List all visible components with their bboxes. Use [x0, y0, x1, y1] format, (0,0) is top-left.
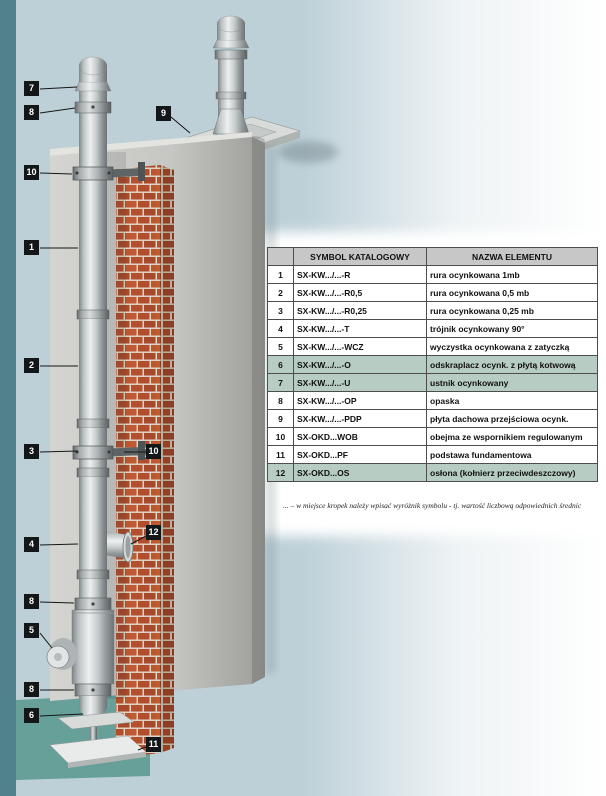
table-row: 7 SX-KW.../...-U ustnik ocynkowany: [267, 373, 598, 392]
cell-symbol: SX-KW.../...-R: [293, 265, 427, 284]
cell-name: odskraplacz ocynk. z płytą kotwową: [426, 355, 598, 374]
footnote: ... – w miejsce kropek należy wpisać wyr…: [283, 501, 582, 510]
table-row: 11 SX-OKD...PF podstawa fundamentowa: [267, 445, 598, 464]
leader-lines: [39, 86, 191, 751]
cell-symbol: SX-KW.../...-PDP: [293, 409, 427, 428]
cell-symbol: SX-OKD...PF: [293, 445, 427, 464]
cell-name: płyta dachowa przejściowa ocynk.: [426, 409, 598, 428]
table-header-row: SYMBOL KATALOGOWY NAZWA ELEMENTU: [267, 247, 598, 266]
cell-name: podstawa fundamentowa: [426, 445, 598, 464]
cell-symbol: SX-KW.../...-WCZ: [293, 337, 427, 356]
header-num: [267, 247, 294, 266]
cell-num: 8: [267, 391, 294, 410]
table-row: 3 SX-KW.../...-R0,25 rura ocynkowana 0,2…: [267, 301, 598, 320]
cell-name: wyczystka ocynkowana z zatyczką: [426, 337, 598, 356]
pipe-section: [79, 696, 107, 708]
cell-num: 11: [267, 445, 294, 464]
callout-rura-05m: 2: [24, 358, 39, 373]
cell-num: 10: [267, 427, 294, 446]
pipe-section: [79, 477, 107, 525]
callout-trojnik: 4: [24, 537, 39, 552]
table-row: 12 SX-OKD...OS osłona (kołnierz przeciwd…: [267, 463, 598, 482]
callout-podstawa: 11: [146, 737, 161, 752]
roof-cap-dome: [216, 15, 246, 33]
bracket-ring-upper: [72, 166, 114, 181]
cell-num: 4: [267, 319, 294, 338]
cell-num: 9: [267, 409, 294, 428]
callout-rura-025m: 3: [24, 444, 39, 459]
cap-dome: [78, 56, 108, 76]
cell-num: 5: [267, 337, 294, 356]
callout-oslona: 12: [146, 525, 161, 540]
cell-symbol: SX-KW.../...-R0,25: [293, 301, 427, 320]
callout-opaska-top: 8: [24, 105, 39, 120]
callout-ustnik: 7: [24, 81, 39, 96]
brick-column-side: [160, 165, 174, 753]
cell-name: rura ocynkowana 0,25 mb: [426, 301, 598, 320]
cell-num: 6: [267, 355, 294, 374]
table-row: 2 SX-KW.../...-R0,5 rura ocynkowana 0,5 …: [267, 283, 598, 302]
tee-body: [79, 525, 107, 570]
brick-column-front: [116, 165, 160, 758]
cell-symbol: SX-KW.../...-U: [293, 373, 427, 392]
cell-name: ustnik ocynkowany: [426, 373, 598, 392]
anchor-plate: [57, 711, 135, 730]
header-symbol: SYMBOL KATALOGOWY: [293, 247, 427, 266]
table-row: 6 SX-KW.../...-O odskraplacz ocynk. z pł…: [267, 355, 598, 374]
table-row: 5 SX-KW.../...-WCZ wyczystka ocynkowana …: [267, 337, 598, 356]
header-name: NAZWA ELEMENTU: [426, 247, 598, 266]
cell-symbol: SX-KW.../...-O: [293, 355, 427, 374]
cell-num: 1: [267, 265, 294, 284]
cell-symbol: SX-KW.../...-T: [293, 319, 427, 338]
callout-opaska-mid: 8: [24, 594, 39, 609]
cell-name: opaska: [426, 391, 598, 410]
cell-name: obejma ze wspornikiem regulowanym: [426, 427, 598, 446]
pipe-section-05m: [79, 319, 107, 419]
bracket-ring-lower: [72, 445, 114, 460]
roof-pipe-clamp: [214, 49, 248, 60]
table-row: 8 SX-KW.../...-OP opaska: [267, 391, 598, 410]
cell-name: osłona (kołnierz przeciwdeszczowy): [426, 463, 598, 482]
callout-obejma-low: 10: [146, 444, 161, 459]
cell-symbol: SX-OKD...WOB: [293, 427, 427, 446]
callout-wyczystka: 5: [24, 623, 39, 638]
callout-rura-1m: 1: [24, 240, 39, 255]
main-chimney: [46, 56, 147, 768]
roof-cap-flare: [212, 39, 250, 49]
table-row: 4 SX-KW.../...-T trójnik ocynkowany 90°: [267, 319, 598, 338]
tee-branch: [93, 529, 134, 563]
pipe-section: [79, 579, 107, 599]
left-accent-bar: [0, 0, 16, 796]
cell-symbol: SX-OKD...OS: [293, 463, 427, 482]
cell-num: 2: [267, 283, 294, 302]
pipe-coupling: [76, 467, 110, 478]
cell-symbol: SX-KW.../...-OP: [293, 391, 427, 410]
cell-name: rura ocynkowana 0,5 mb: [426, 283, 598, 302]
cell-name: rura ocynkowana 1mb: [426, 265, 598, 284]
cell-num: 7: [267, 373, 294, 392]
cleanout-drum: [71, 609, 115, 685]
pipe-coupling: [76, 309, 110, 320]
catalog-table: SYMBOL KATALOGOWY NAZWA ELEMENTU 1 SX-KW…: [267, 247, 598, 482]
table-row: 10 SX-OKD...WOB obejma ze wspornikiem re…: [267, 427, 598, 446]
cap-flare: [74, 81, 112, 92]
cell-num: 12: [267, 463, 294, 482]
cell-num: 3: [267, 301, 294, 320]
pipe-section-1m: [79, 91, 107, 310]
callout-opaska-low: 8: [24, 682, 39, 697]
callout-odskraplacz: 6: [24, 708, 39, 723]
pipe-coupling: [76, 569, 110, 580]
table-row: 9 SX-KW.../...-PDP płyta dachowa przejśc…: [267, 409, 598, 428]
pipe-coupling: [76, 418, 110, 429]
callout-obejma-top: 10: [24, 165, 39, 180]
drain-tube: [90, 727, 97, 742]
cell-symbol: SX-KW.../...-R0,5: [293, 283, 427, 302]
callout-plyta-dachowa: 9: [156, 106, 171, 121]
table-row: 1 SX-KW.../...-R rura ocynkowana 1mb: [267, 265, 598, 284]
cell-name: trójnik ocynkowany 90°: [426, 319, 598, 338]
roof-pipe-coupling: [215, 91, 247, 100]
